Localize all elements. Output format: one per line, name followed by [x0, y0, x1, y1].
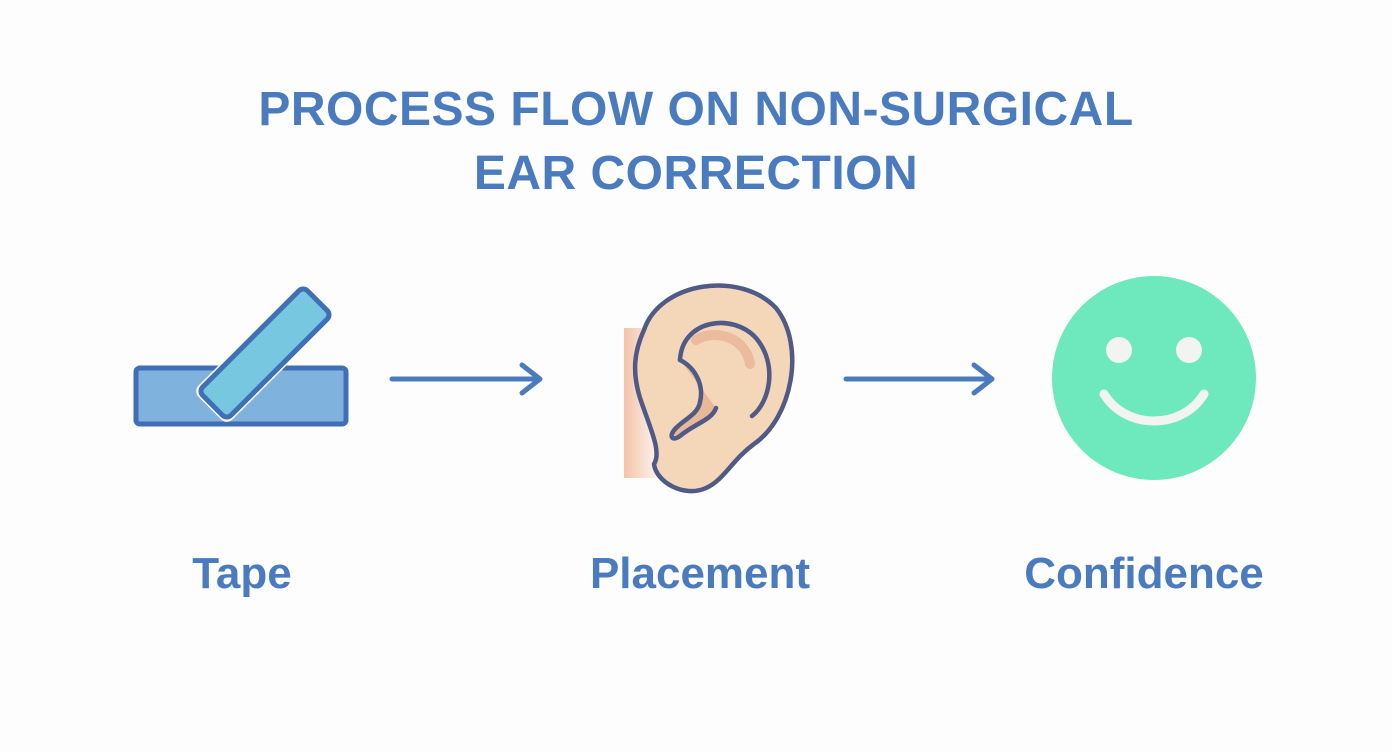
step-label-confidence: Confidence [1024, 549, 1264, 598]
title-line-1: PROCESS FLOW ON NON-SURGICAL [258, 83, 1134, 136]
smiley-face-icon [1052, 276, 1256, 480]
tape-icon [133, 284, 349, 427]
arrow-right-icon [389, 362, 543, 396]
arrow-right-icon [843, 362, 995, 396]
ear-icon [624, 283, 795, 494]
step-label-tape: Tape [192, 549, 292, 598]
diagram-title: PROCESS FLOW ON NON-SURGICAL EAR CORRECT… [0, 78, 1392, 206]
step-label-placement: Placement [589, 549, 811, 598]
title-line-2: EAR CORRECTION [473, 147, 919, 200]
